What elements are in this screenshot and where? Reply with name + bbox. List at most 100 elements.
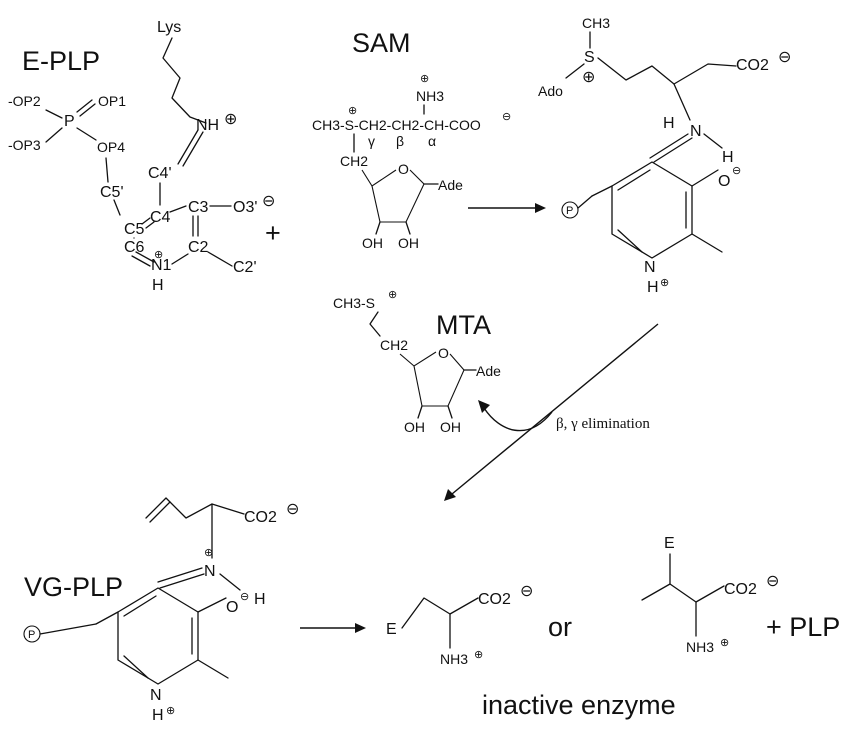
- p-op4-bond: [76, 127, 97, 141]
- sam-aldimine-ring-n-charge: ⊕: [660, 277, 669, 289]
- sam-aldimine-o-charge: ⊖: [732, 165, 741, 177]
- vg-plp-co2: CO2: [244, 509, 277, 526]
- vg-plp-ring-n-charge: ⊕: [166, 705, 175, 717]
- sam-ring-o: O: [398, 161, 409, 177]
- e-plp-nh: NH: [196, 117, 219, 134]
- sam-carboxylate-charge: ⊖: [502, 111, 511, 123]
- c4p-n-bond: [177, 129, 199, 165]
- c6-n1-bond: [131, 255, 151, 267]
- vg-imine-bond: [159, 573, 205, 589]
- c4-c5-bond: [141, 217, 151, 225]
- alpha-n-bond: [673, 83, 691, 121]
- product-1-co2: CO2: [478, 591, 511, 608]
- product-1-co2-charge: ⊖: [520, 583, 533, 600]
- ch2-p-bond: [577, 195, 593, 209]
- c5p-c5-bond: [113, 199, 121, 216]
- product-2-co2-charge: ⊖: [766, 573, 779, 590]
- n1-h-label: H: [152, 277, 164, 294]
- sam-aldimine-ring-h: H: [647, 279, 659, 296]
- sam-nh3: NH3: [416, 88, 444, 104]
- vg-ring-double-1: [123, 595, 157, 617]
- sam-ch2-ring-bond: [361, 169, 397, 187]
- p-op3-bond: [45, 127, 63, 143]
- product-1-e: E: [386, 621, 397, 638]
- ring-o-bond: [691, 169, 719, 187]
- vg-plp-structure: VG-PLP CO2 ⊖ ⊕ N H O ⊖ N H ⊕ P: [23, 497, 299, 724]
- vg-plp-h: H: [254, 591, 266, 608]
- sam-ade: Ade: [438, 177, 463, 193]
- vg-imine-double-bond: [157, 567, 203, 583]
- sam-aldimine-ado: Ado: [538, 83, 563, 99]
- n1-charge: ⊕: [154, 249, 163, 261]
- s-ado-bond: [565, 63, 585, 79]
- elimination-arrow-shaft: [451, 323, 659, 495]
- o3p-charge: ⊖: [262, 193, 275, 210]
- vinyl-double-bond: [149, 501, 171, 523]
- product-2-e: E: [664, 535, 675, 552]
- mta-ch2: CH2: [380, 337, 408, 353]
- lysine-chain-bond: [162, 37, 207, 124]
- c2-c2p-bond: [207, 251, 233, 267]
- sam-aldimine-s-charge: ⊕: [582, 69, 595, 86]
- elimination-label: β, γ elimination: [556, 416, 650, 432]
- product-1-nh3-charge: ⊕: [474, 649, 483, 661]
- vg-plp-ring-h: H: [152, 707, 164, 724]
- vg-plp-o-charge: ⊖: [240, 591, 249, 603]
- e-plp-structure: E-PLP Lys NH ⊕ -OP2 OP1 P -OP3 OP4 C4' C…: [8, 19, 275, 294]
- sam-s-charge: ⊕: [348, 105, 357, 117]
- vg-ch2-p-bond: [39, 623, 97, 635]
- mta-oh2-bond: [447, 405, 453, 419]
- n-methyl-bond: [219, 573, 241, 591]
- pyridine-ring-top-right: [611, 161, 693, 259]
- vg-plp-label: VG-PLP: [24, 572, 123, 602]
- sam-aldimine-n: N: [690, 123, 702, 140]
- sam-aldimine-s: S: [584, 49, 595, 66]
- sam-aldimine-co2: CO2: [736, 57, 769, 74]
- ring-inner-double-1: [617, 169, 651, 191]
- imine-double-bond: [649, 133, 689, 159]
- mta-s-charge: ⊕: [388, 289, 397, 301]
- c6-label: C6: [124, 239, 145, 256]
- sam-aldimine-o: O: [718, 173, 730, 190]
- ring-inner-double-3: [617, 229, 643, 253]
- c4p-n-double-bond: [182, 131, 204, 167]
- c3-label: C3: [188, 199, 209, 216]
- n-h-bond: [703, 133, 723, 149]
- op2-label: -OP2: [8, 93, 41, 109]
- mta-ch3s: CH3-S: [333, 295, 375, 311]
- product-2-nh3: NH3: [686, 639, 714, 655]
- sam-oh2-bond: [405, 221, 411, 235]
- elimination-arrow-head: [444, 489, 456, 501]
- sam-oh-1: OH: [362, 235, 383, 251]
- sam-nh3-charge: ⊕: [420, 73, 429, 85]
- sam-ribose-ring: [371, 169, 425, 223]
- vg-ring-double-3: [123, 655, 149, 679]
- ring-ch2-bond: [591, 185, 613, 197]
- sam-chain: CH3-S-CH2-CH2-CH-COO: [312, 117, 481, 133]
- product-2-co2: CO2: [724, 581, 757, 598]
- imine-bond: [653, 137, 693, 163]
- c4-label: C4: [150, 209, 171, 226]
- phosphate-circle-top-right: [561, 201, 579, 219]
- arrow-1-head: [535, 203, 546, 213]
- pyridine-ring-bottom-left: [117, 587, 199, 685]
- plus-plp-label: + PLP: [766, 612, 840, 642]
- mta-ch2-ring-bond: [399, 351, 437, 367]
- c2p-label: C2': [233, 259, 257, 276]
- sam-ch2: CH2: [340, 153, 368, 169]
- op4-c5p-bond: [105, 157, 109, 183]
- mta-oh-1: OH: [404, 419, 425, 435]
- mta-ring-o: O: [438, 345, 449, 361]
- sam-beta: β: [396, 133, 404, 149]
- mta-structure: MTA CH3-S ⊕ CH2 O Ade OH OH: [333, 289, 501, 435]
- sam-structure: SAM ⊕ NH3 ⊕ CH3-S-CH2-CH2-CH-COO ⊖ γ β α…: [312, 28, 511, 251]
- sam-aldimine-co2-charge: ⊖: [778, 49, 791, 66]
- n1-c2-bond: [171, 253, 189, 265]
- vg-plp-co2-charge: ⊖: [286, 501, 299, 518]
- o3p-label: O3': [233, 199, 257, 216]
- c5-label: C5: [124, 221, 145, 238]
- sam-aldimine-ch3: CH3: [582, 15, 610, 31]
- sam-gamma: γ: [368, 133, 375, 149]
- sam-aldimine-h-left: H: [663, 115, 675, 132]
